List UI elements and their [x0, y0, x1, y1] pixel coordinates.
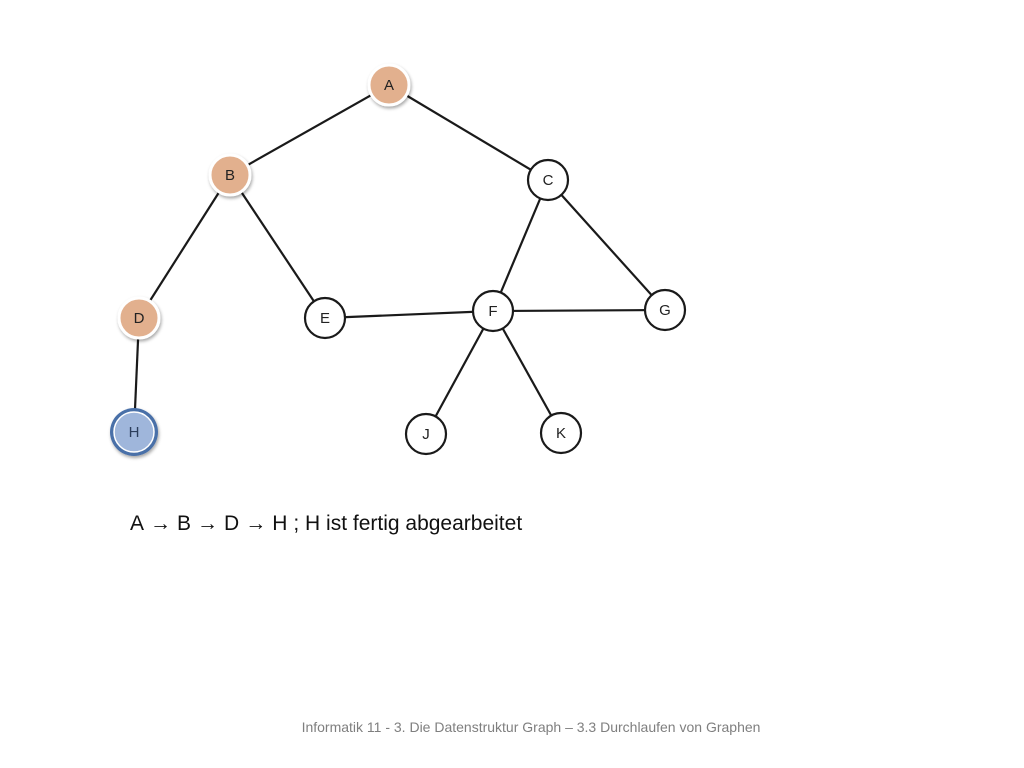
- arrow-icon: →: [245, 512, 267, 535]
- traversal-step: A: [130, 512, 145, 535]
- nodes: A B C D E F G H J K: [110, 63, 687, 456]
- node-e: E: [303, 296, 347, 340]
- traversal-suffix: ; H ist fertig abgearbeitet: [293, 512, 523, 535]
- node-g: G: [643, 288, 687, 332]
- node-c: C: [526, 158, 570, 202]
- traversal-step: B: [177, 512, 192, 535]
- node-circle: [404, 412, 448, 456]
- footer-text: Informatik 11 - 3. Die Datenstruktur Gra…: [301, 719, 761, 735]
- node-a: A: [367, 63, 411, 107]
- node-label: J: [422, 426, 430, 443]
- edge-b-e: [229, 174, 326, 319]
- node-label: D: [134, 310, 145, 327]
- node-circle: [643, 288, 687, 332]
- node-label: G: [659, 302, 671, 319]
- node-label: H: [129, 424, 140, 441]
- traversal-step: H: [272, 512, 288, 535]
- node-label: C: [543, 172, 554, 189]
- node-b: B: [208, 153, 252, 197]
- node-label: E: [320, 310, 330, 327]
- edges: [132, 84, 666, 435]
- node-circle: [117, 296, 161, 340]
- edge-e-f: [324, 309, 494, 320]
- edge-f-j: [425, 310, 494, 435]
- edge-a-b: [229, 84, 390, 176]
- edge-f-k: [492, 310, 562, 434]
- node-f: F: [471, 289, 515, 333]
- node-circle: [113, 411, 155, 453]
- node-d: D: [117, 296, 161, 340]
- node-k: K: [539, 411, 583, 455]
- traversal-step: D: [224, 512, 240, 535]
- node-circle: [526, 158, 570, 202]
- node-circle: [367, 63, 411, 107]
- node-circle: [303, 296, 347, 340]
- edge-c-f: [491, 179, 550, 312]
- arrow-icon: →: [197, 512, 219, 535]
- node-circle: [471, 289, 515, 333]
- node-label: F: [488, 303, 497, 320]
- edge-b-d: [138, 174, 231, 319]
- node-label: K: [556, 425, 566, 442]
- edge-f-g: [492, 308, 666, 313]
- traversal-sequence: A→B→D→H; H ist fertig abgearbeitet: [130, 512, 522, 536]
- node-circle: [539, 411, 583, 455]
- node-h: H: [110, 408, 158, 456]
- node-label: A: [384, 77, 394, 94]
- edge-c-g: [547, 179, 666, 311]
- arrow-icon: →: [150, 512, 172, 535]
- node-j: J: [404, 412, 448, 456]
- node-circle: [208, 153, 252, 197]
- edge-a-c: [388, 84, 549, 181]
- node-label: B: [225, 167, 235, 184]
